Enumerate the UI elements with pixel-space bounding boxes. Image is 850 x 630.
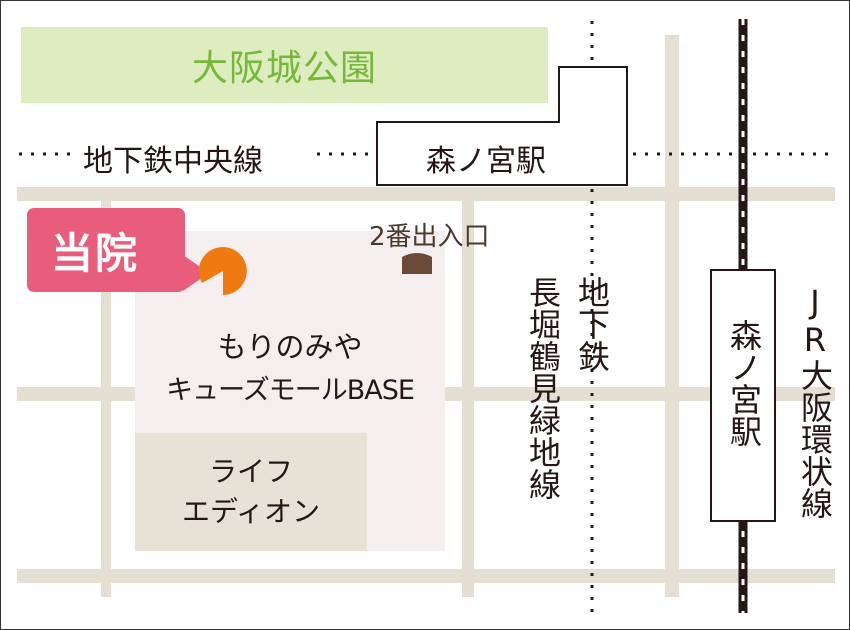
edion-label: エディオン bbox=[181, 495, 321, 528]
jr-station-box bbox=[710, 269, 776, 522]
mall-label-line1: もりのみや bbox=[217, 330, 363, 364]
park-label: 大阪城公園 bbox=[191, 48, 377, 89]
road-vertical-east bbox=[665, 35, 679, 597]
clinic-callout: 当院 bbox=[27, 208, 185, 292]
road-vertical-center bbox=[462, 201, 474, 597]
road-horizontal-south bbox=[17, 569, 835, 583]
jr-line-label: JR大阪環状線 bbox=[796, 283, 834, 519]
mall-label-line2: キューズモールBASE bbox=[166, 375, 415, 406]
entrance-icon bbox=[402, 253, 432, 274]
pacman-pin-icon bbox=[198, 247, 247, 295]
life-label: ライフ bbox=[208, 455, 293, 488]
nagahori-line-label-col2: 長堀鶴見緑地線 bbox=[524, 276, 562, 500]
clinic-label: 当院 bbox=[50, 228, 139, 278]
subway-station-label: 森ノ宮駅 bbox=[426, 144, 546, 179]
nagahori-line-label-col1: 地下鉄 bbox=[573, 276, 611, 372]
jr-station-label: 森ノ宮駅 bbox=[725, 319, 763, 447]
chuo-line-label: 地下鉄中央線 bbox=[83, 144, 263, 179]
osaka-castle-park: 大阪城公園 bbox=[21, 27, 548, 103]
life-edion-building: ライフ エディオン bbox=[135, 433, 367, 551]
road-vertical-west bbox=[101, 201, 111, 597]
exit-2-label: 2番出入口 bbox=[369, 222, 490, 252]
road-horizontal-north bbox=[17, 187, 835, 201]
